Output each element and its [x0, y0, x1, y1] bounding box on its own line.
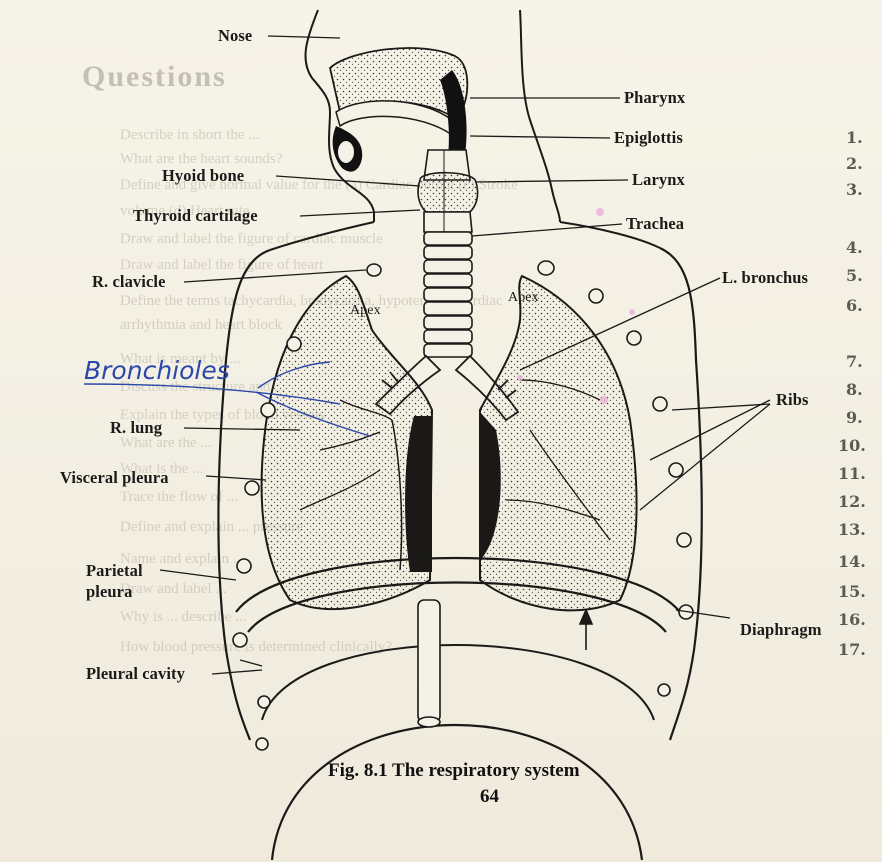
label-parietal-pleura: Parietal pleura: [86, 560, 143, 602]
label-r-clavicle: R. clavicle: [92, 272, 166, 292]
label-diaphragm: Diaphragm: [740, 620, 822, 640]
label-pharynx: Pharynx: [624, 88, 685, 108]
label-apex-left: Apex: [350, 303, 381, 319]
label-nose: Nose: [218, 26, 252, 46]
label-trachea: Trachea: [626, 214, 684, 234]
label-visceral-pleura: Visceral pleura: [60, 468, 169, 488]
label-apex-right: Apex: [508, 290, 539, 306]
figure-caption: Fig. 8.1 The respiratory system: [328, 760, 580, 782]
label-larynx: Larynx: [632, 170, 685, 190]
larynx-structure: [418, 150, 478, 232]
trachea: [424, 232, 472, 357]
label-epiglottis: Epiglottis: [614, 128, 683, 148]
label-l-bronchus: L. bronchus: [722, 268, 808, 288]
page-number: 64: [480, 786, 499, 808]
handwritten-bronchioles: Bronchioles: [84, 356, 230, 385]
mediastinum: [405, 412, 501, 572]
label-r-lung: R. lung: [110, 418, 162, 438]
label-pleural-cavity: Pleural cavity: [86, 664, 185, 684]
diaphragm-arrow: [580, 610, 592, 650]
oesophagus: [418, 600, 440, 727]
label-hyoid-bone: Hyoid bone: [162, 166, 244, 186]
label-ribs: Ribs: [776, 390, 809, 410]
label-thyroid-cartilage: Thyroid cartilage: [133, 206, 258, 226]
